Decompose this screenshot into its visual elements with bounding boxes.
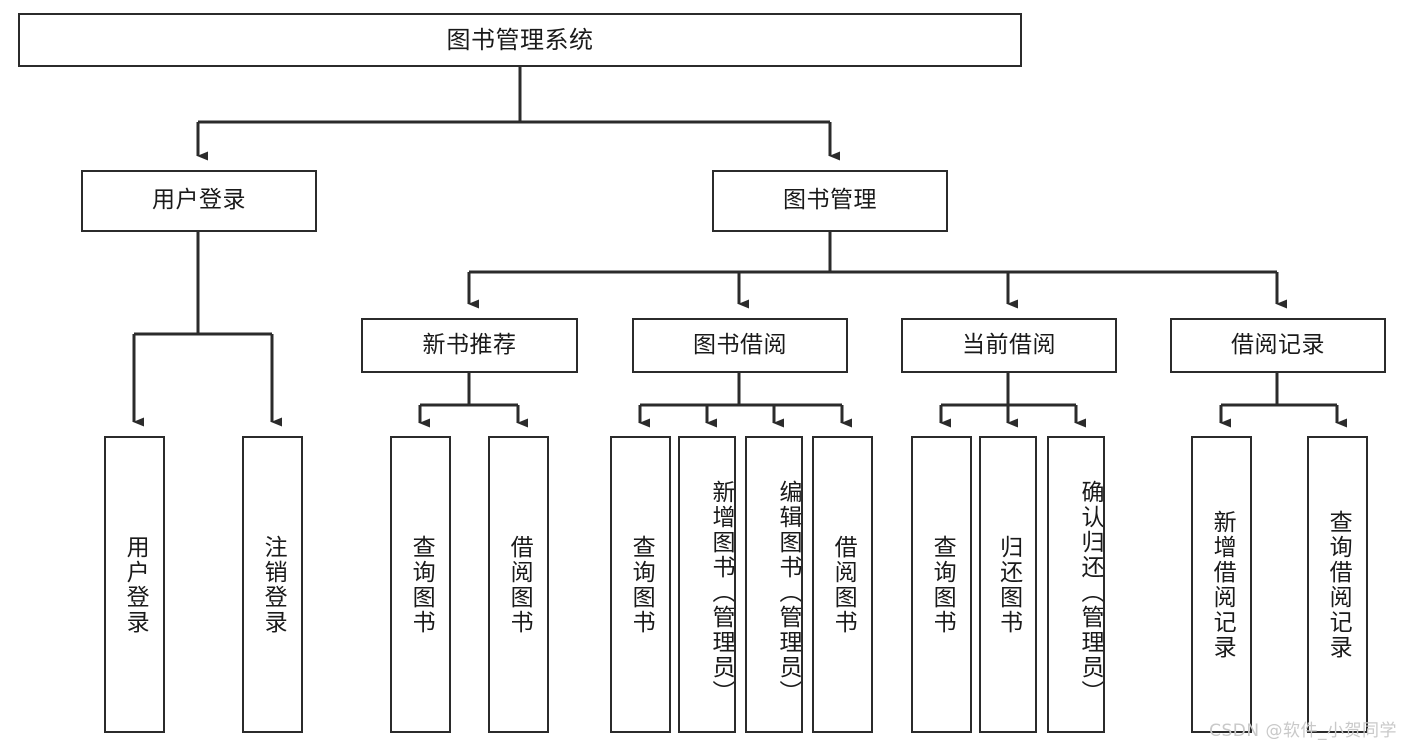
node-leaf-record-query[interactable]: 查询借阅记录 [1307, 436, 1368, 733]
node-leaf-record-add[interactable]: 新增借阅记录 [1191, 436, 1252, 733]
node-user-login[interactable]: 用户登录 [81, 170, 317, 232]
node-leaf-rec-borrow[interactable]: 借阅图书 [488, 436, 549, 733]
node-leaf-user-logout[interactable]: 注销登录 [242, 436, 303, 733]
node-leaf-user-login[interactable]: 用户登录 [104, 436, 165, 733]
node-root[interactable]: 图书管理系统 [18, 13, 1022, 67]
node-leaf-borrow-edit[interactable]: 编辑图书（管理员） [745, 436, 803, 733]
node-leaf-borrow-query[interactable]: 查询图书 [610, 436, 671, 733]
node-leaf-borrow-lend[interactable]: 借阅图书 [812, 436, 873, 733]
node-leaf-rec-query[interactable]: 查询图书 [390, 436, 451, 733]
node-book-borrow[interactable]: 图书借阅 [632, 318, 848, 373]
csdn-watermark: CSDN @软件_小贺同学 [1209, 721, 1397, 741]
node-leaf-current-query[interactable]: 查询图书 [911, 436, 972, 733]
node-book-manage[interactable]: 图书管理 [712, 170, 948, 232]
node-current-borrow[interactable]: 当前借阅 [901, 318, 1117, 373]
node-leaf-borrow-add[interactable]: 新增图书（管理员） [678, 436, 736, 733]
node-borrow-record[interactable]: 借阅记录 [1170, 318, 1386, 373]
node-new-book-rec[interactable]: 新书推荐 [361, 318, 578, 373]
node-leaf-current-return[interactable]: 归还图书 [979, 436, 1037, 733]
node-leaf-current-confirm[interactable]: 确认归还（管理员） [1047, 436, 1105, 733]
